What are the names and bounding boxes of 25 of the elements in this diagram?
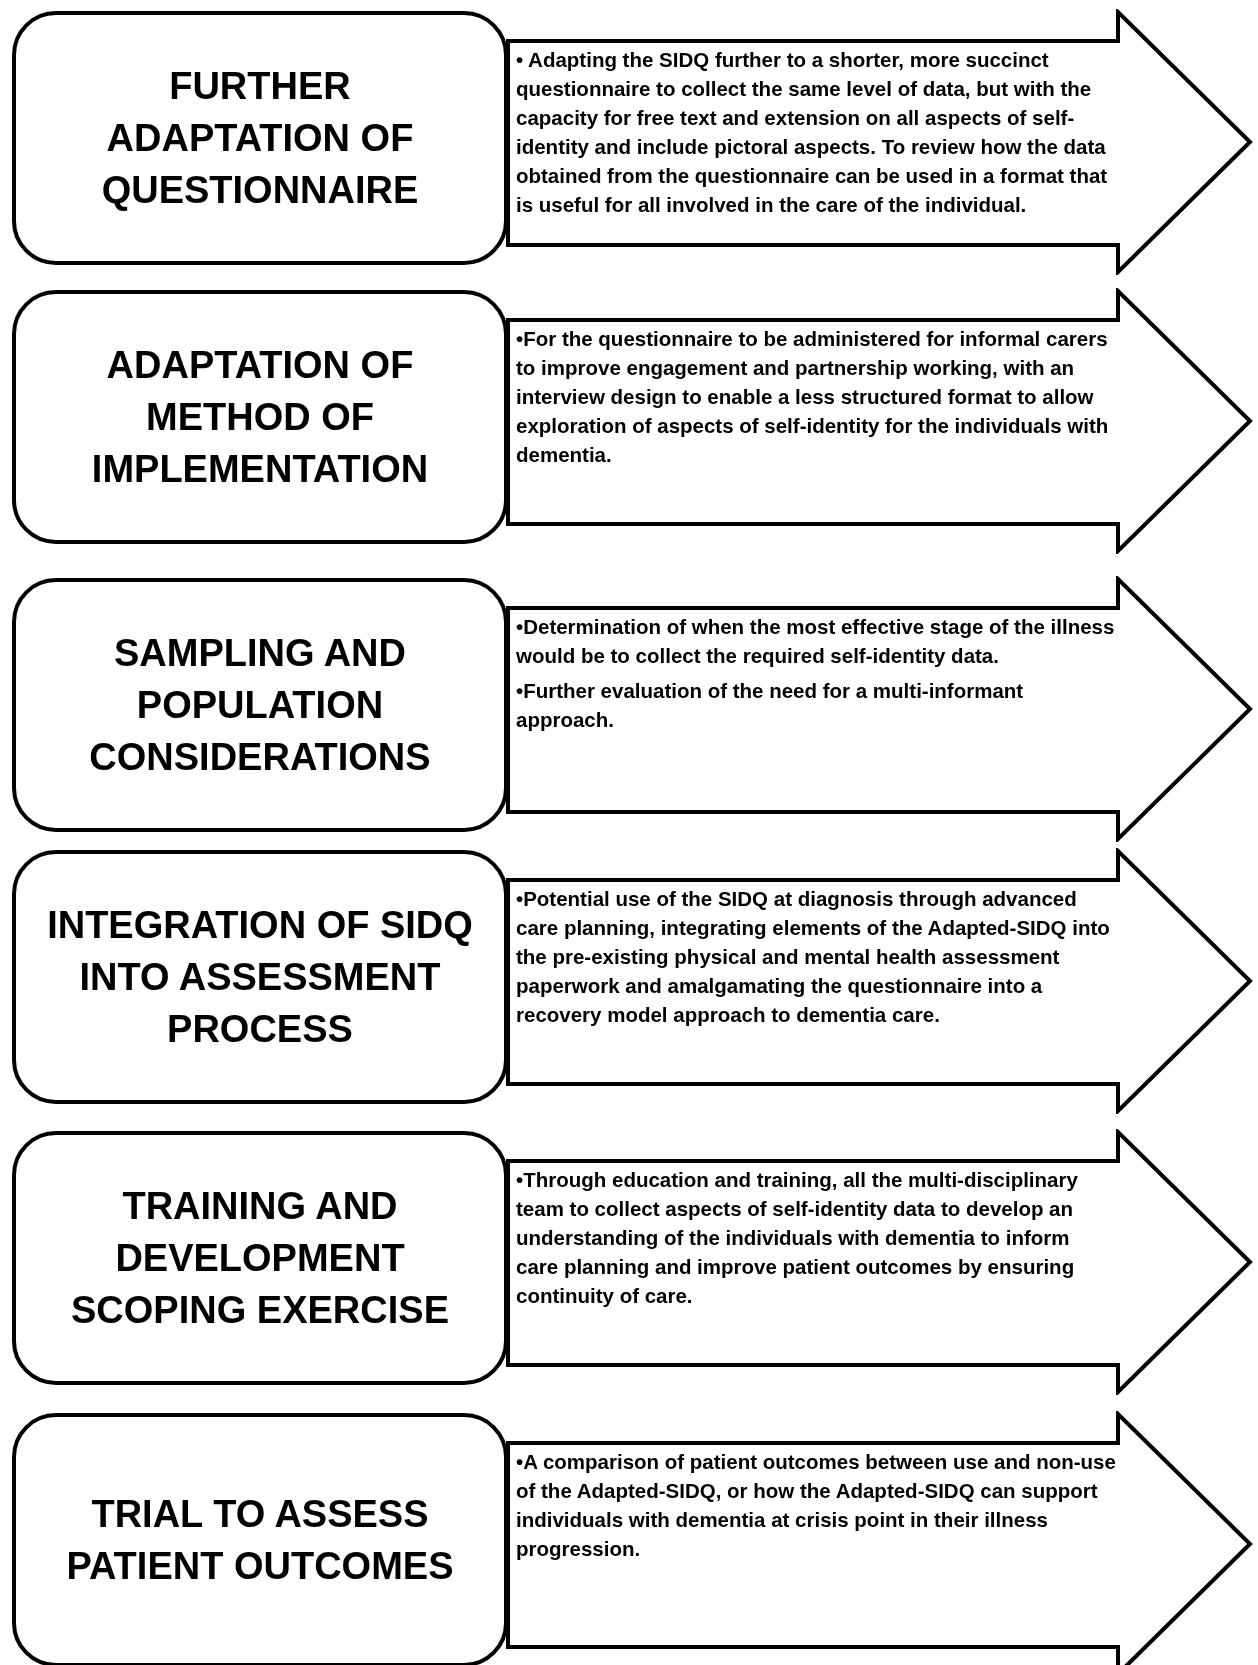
description-text: • Adapting the SIDQ further to a shorter, more succinct questionnaire to collect the same level of data, but with the capacity for free text and extension on all aspects of self-identity and include pictoral aspects. To review how the data obtained from the questionnaire can be used in a format that is useful for all involved in the care of the individual. <box>516 47 1109 218</box>
description-text: •A comparison of patient outcomes between use and non-use of the Adapted-SIDQ, or how the Adapted-SIDQ can support individuals with dementia at crisis point in their illness progression. <box>516 1449 1116 1562</box>
heading-text: TRAINING AND DEVELOPMENT SCOPING EXERCISE <box>70 1184 450 1333</box>
heading-box <box>12 1131 508 1385</box>
description-text: •Potential use of the SIDQ at diagnosis through advanced care planning, integrating elements of the Adapted-SIDQ into the pre-existing physical and mental health assessment paperwork and amalgamating the questionnaire into a recovery model approach to dementia care. <box>516 886 1111 1028</box>
heading-box <box>12 850 508 1104</box>
arrow-banner <box>506 1129 1254 1395</box>
description-text: •Further evaluation of the need for a multi-informant approach. <box>516 678 1025 733</box>
heading-box <box>12 290 508 544</box>
heading-text: SAMPLING AND POPULATION CONSIDERATIONS <box>88 631 432 780</box>
heading-box <box>12 578 508 832</box>
heading-text: FURTHER ADAPTATION OF QUESTIONNAIRE <box>100 64 420 213</box>
arrow-banner <box>506 1411 1254 1665</box>
heading-box <box>12 1413 508 1665</box>
description-text: •Through education and training, all the multi-disciplinary team to collect aspects of self-identity data to develop an understanding of the individuals with dementia to inform care planning and improve patient outcomes by ensuring continuity of care. <box>516 1167 1079 1309</box>
heading-box <box>12 11 508 265</box>
arrow-banner <box>506 288 1254 554</box>
heading-text: INTEGRATION OF SIDQ INTO ASSESSMENT PROCESS <box>46 903 474 1052</box>
description-text: •For the questionnaire to be administered for informal carers to improve engagement and partnership working, with an interview design to enable a less structured format to allow exploration of aspects of self-identity for the individuals with dementia. <box>516 326 1110 468</box>
arrow-banner <box>506 848 1254 1114</box>
arrow-banner <box>506 576 1254 842</box>
description-text: •Determination of when the most effective stage of the illness would be to collect the required self-identity data. <box>516 614 1116 669</box>
arrow-banner <box>506 9 1254 275</box>
heading-text: TRIAL TO ASSESS PATIENT OUTCOMES <box>65 1492 455 1589</box>
heading-text: ADAPTATION OF METHOD OF IMPLEMENTATION <box>90 343 430 492</box>
